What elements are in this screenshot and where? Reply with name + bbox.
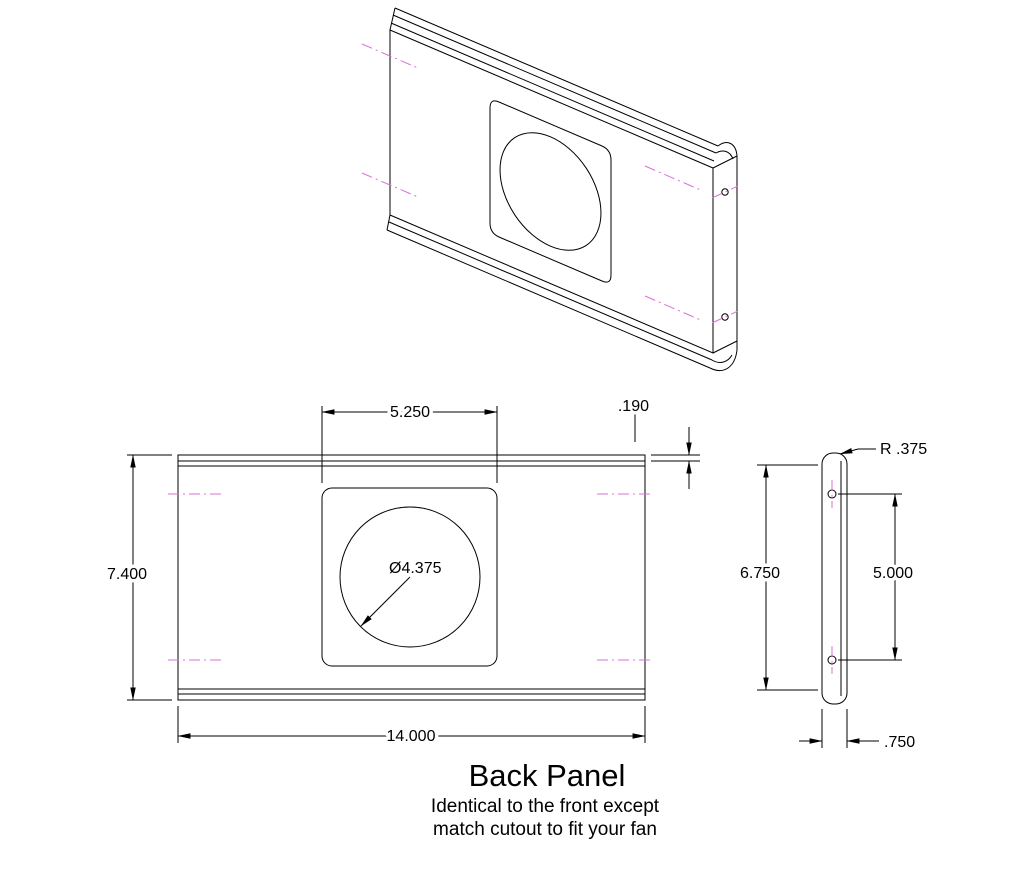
leader-line [839,448,876,455]
bottom-flange-edges [386,214,713,369]
panel-outline-front [177,454,646,701]
fan-cutout-front [321,487,498,667]
flange-edge-line [386,229,711,369]
iso-centerlines [361,43,739,324]
dim-cutout-width: 5.250 [390,404,430,421]
isometric-view [361,7,739,372]
dim-flange-offset: .190 [618,398,649,415]
title-block: Back Panel Identical to the front except… [431,758,660,840]
dim-panel-width: 14.000 [387,728,436,745]
side-profile [821,452,848,705]
end-mounting-hole-top [721,188,729,196]
dim-flange-offset-group: .190 [614,395,700,489]
drawing-note-2: match cutout to fit your fan [433,819,657,840]
dim-flange-height-group: 6.750 [736,464,818,691]
end-edge-line [712,340,738,354]
dim-hole-spacing-group: 5.000 [838,493,917,661]
side-view: 6.750 5.000 R .375 .750 [736,438,931,755]
flange-curl [711,354,733,363]
flange-curl [715,150,734,160]
flange-edge-line [394,7,719,147]
fan-cutout-iso [489,100,612,283]
flange-curl [717,142,738,157]
dim-flange-height: 6.750 [740,565,780,582]
dim-hole-diameter: Ø4.375 [389,560,442,577]
flange-end-line [386,214,391,231]
front-centerlines [168,493,651,661]
front-view: Ø4.375 5.250 .190 7.400 14.000 [103,395,700,749]
centerline [361,43,419,69]
dim-panel-height: 7.400 [107,566,147,583]
end-edge-line [712,155,738,169]
flange-edge-line [390,22,715,162]
dim-panel-height-group: 7.400 [103,454,172,701]
dim-hole-spacing: 5.000 [873,565,913,582]
diameter-leader [360,576,411,627]
flange-edge-line [388,221,713,361]
dim-depth: .750 [884,734,915,751]
flange-edge-line [392,14,717,154]
centerline [644,165,704,192]
dim-corner-radius: R .375 [880,441,927,458]
dim-panel-width-group: 14.000 [177,706,646,749]
right-end-flange [709,142,738,372]
fan-hole-front [339,506,481,648]
dim-cutout-width-group: 5.250 [321,401,498,483]
flange-curl [709,349,738,372]
drawing-title: Back Panel [469,758,626,793]
fan-hole-iso [500,115,601,267]
dim-corner-radius-group: R .375 [839,438,931,462]
flange-end-line [389,7,396,31]
centerline [644,295,704,322]
centerline [361,172,419,198]
dim-depth-group: .750 [799,709,919,755]
centerline [711,185,739,199]
centerline [711,310,739,324]
top-flange-edges [389,7,719,162]
bend-lines [178,460,645,695]
drawing-note-1: Identical to the front except [431,796,660,817]
end-mounting-hole-bottom [721,313,729,321]
